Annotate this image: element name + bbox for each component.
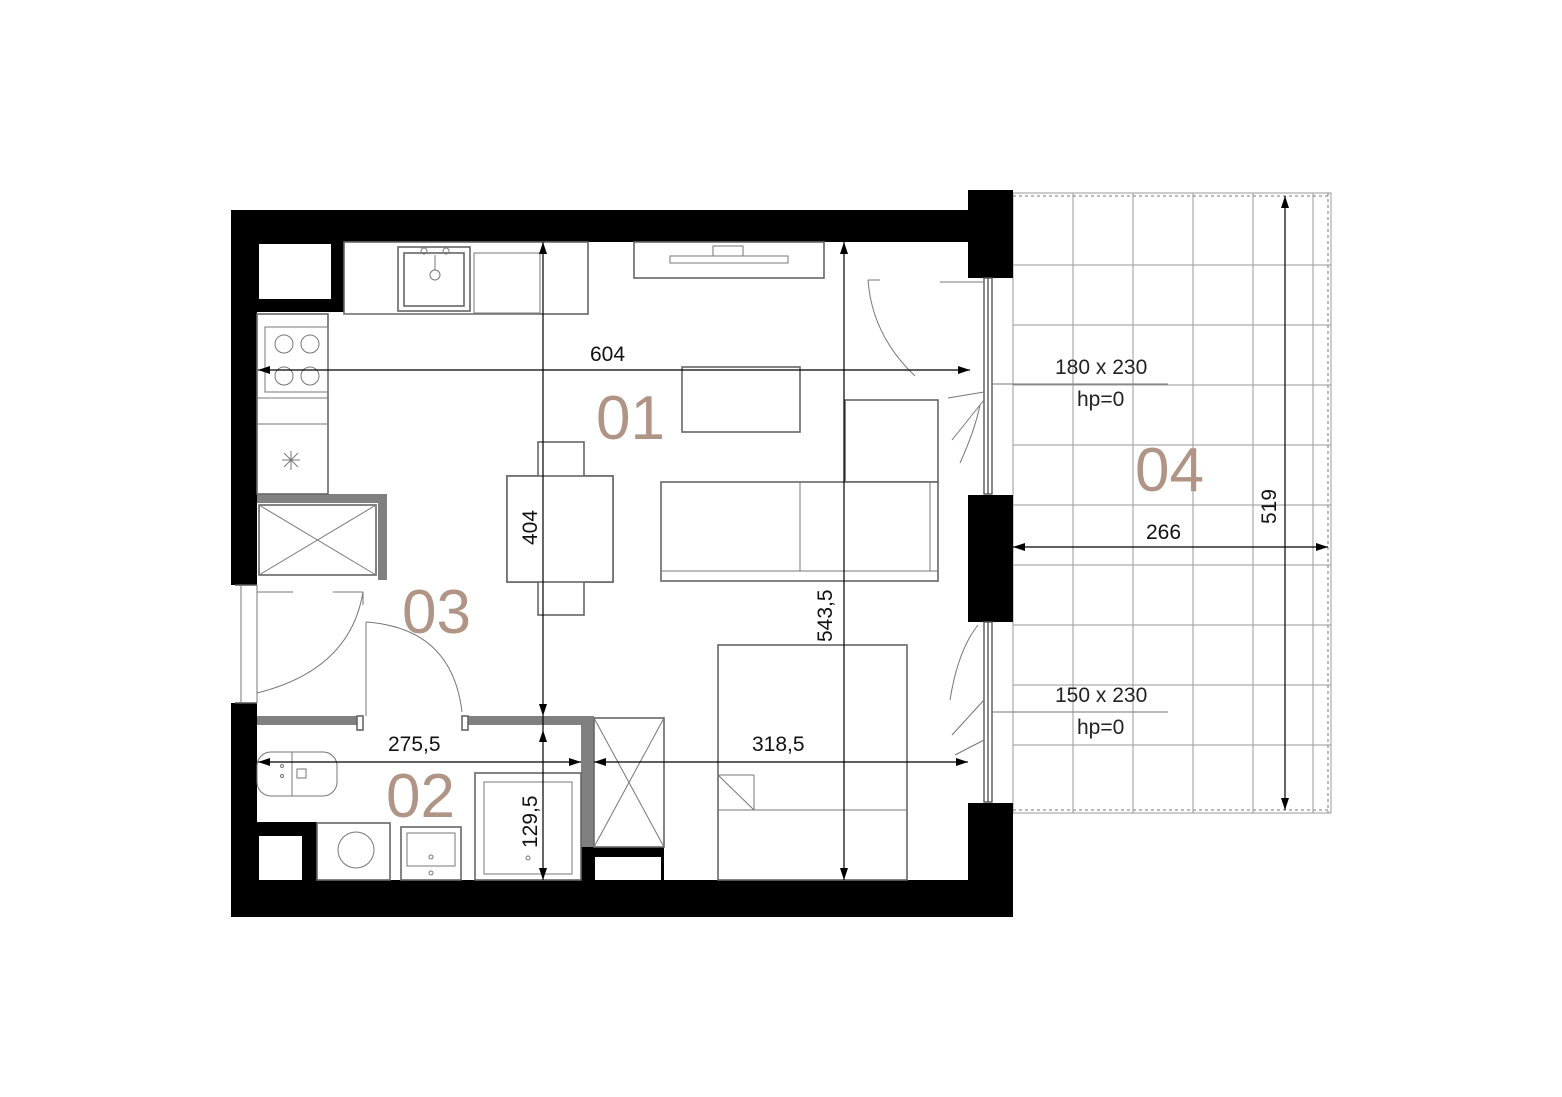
kitchen (256, 241, 589, 576)
dim-bath-width: 275,5 (388, 733, 441, 756)
dining-table (506, 441, 614, 616)
entrance-door (235, 584, 364, 704)
room-label-03: 03 (402, 578, 471, 647)
window-upper-size: 180 x 230 (1055, 356, 1147, 379)
bathroom-fixtures (256, 751, 582, 881)
wardrobe (593, 717, 665, 848)
window-lower-size: 150 x 230 (1055, 684, 1147, 707)
room-label-01: 01 (596, 384, 665, 453)
tv-unit (633, 241, 825, 279)
window-lower-hp: hp=0 (1077, 716, 1124, 739)
bathroom-door (356, 621, 469, 731)
shaft-voids (259, 244, 661, 880)
balcony-windows (947, 277, 1168, 803)
dimension-lines (258, 196, 1328, 880)
dim-living-width: 604 (590, 343, 625, 366)
dim-balcony-length: 519 (1258, 489, 1281, 524)
window-upper-hp: hp=0 (1077, 388, 1124, 411)
room-label-04: 04 (1135, 436, 1204, 505)
interior-walls (257, 494, 594, 847)
dim-living-depth: 543,5 (814, 589, 837, 642)
dim-balcony-width: 266 (1146, 521, 1181, 544)
dim-table-span: 404 (519, 510, 542, 545)
room-label-02: 02 (386, 762, 455, 831)
balcony-door-swing (867, 279, 984, 377)
balcony-tiles (1012, 192, 1332, 814)
snowflake-icon (282, 451, 300, 470)
dim-bath-depth: 129,5 (519, 795, 542, 848)
dim-bedroom-width: 318,5 (752, 733, 805, 756)
living-furniture (660, 366, 939, 582)
